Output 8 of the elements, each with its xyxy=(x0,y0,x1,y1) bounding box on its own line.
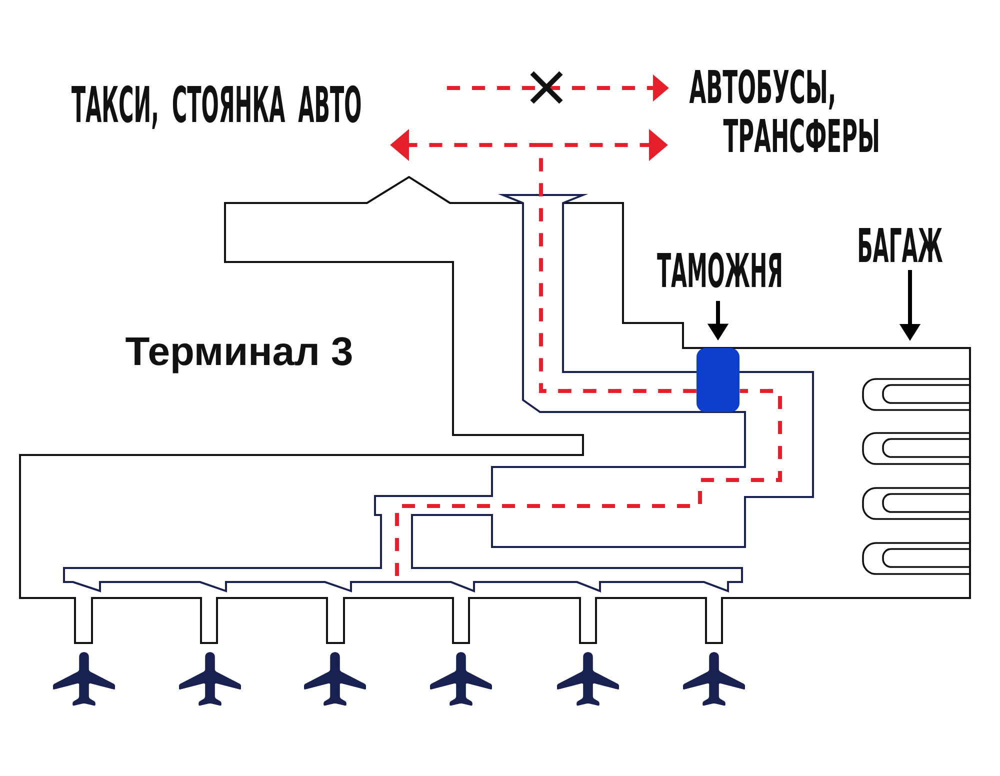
area-label: ТАМОЖНЯ xyxy=(657,252,782,288)
route-line xyxy=(395,389,782,576)
area-label: БАГАЖ xyxy=(859,228,943,262)
customs-box xyxy=(696,348,740,412)
place-label: АВТОБУСЫ, ТРАНСФЕРЫ xyxy=(689,69,878,153)
route-arrow xyxy=(539,129,696,393)
place-label: ТАКСИ, СТОЯНКА АВТО xyxy=(72,85,361,129)
building-label: Терминал 3 xyxy=(126,337,352,374)
